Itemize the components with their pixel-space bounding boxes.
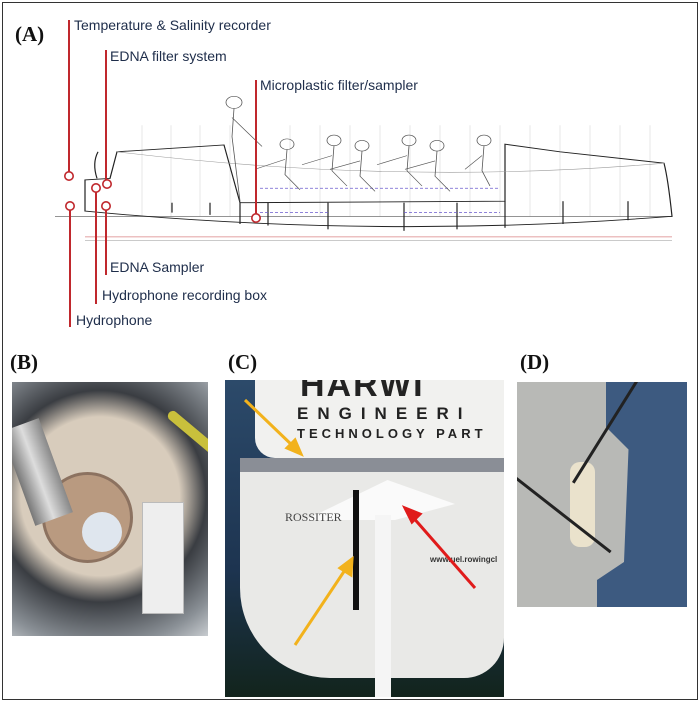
dimension-line xyxy=(85,236,672,241)
sign-line1: ENGINEERI xyxy=(297,404,472,423)
panel-a-label: (A) xyxy=(15,22,45,46)
callout-hydrophone-box: Hydrophone recording box xyxy=(102,287,267,303)
panel-c-label: (C) xyxy=(228,350,258,374)
panel-d-label: (D) xyxy=(520,350,550,374)
yellow-arrow-bottom xyxy=(293,566,349,646)
sign-brand: HARWI xyxy=(300,380,425,404)
crew-figures xyxy=(225,96,492,202)
red-arrow xyxy=(409,514,477,589)
callout-temperature-salinity: Temperature & Salinity recorder xyxy=(74,17,271,33)
hull-blue xyxy=(597,382,687,607)
photo-filter-housing xyxy=(12,382,208,636)
photo-hydrophone-mount xyxy=(517,382,687,607)
panel-b-label: (B) xyxy=(10,350,38,374)
callout-edna-sampler: EDNA Sampler xyxy=(110,259,205,275)
deck xyxy=(240,458,504,472)
yellow-tube xyxy=(165,408,208,456)
hull-outline xyxy=(55,143,673,231)
yellow-arrow-top xyxy=(243,398,297,450)
callout-hydrophone: Hydrophone xyxy=(76,312,153,328)
sampler-box xyxy=(142,502,184,614)
sign-line2: TECHNOLOGY PART xyxy=(297,426,487,441)
station-lines xyxy=(141,125,651,217)
annotation-arrows xyxy=(243,398,477,646)
cable-tie xyxy=(517,477,612,554)
photo-boat-stern: HARWI ENGINEERI TECHNOLOGY PART ROSSITER… xyxy=(225,380,504,697)
rudder-fin xyxy=(375,515,391,697)
callout-microplastic: Microplastic filter/sampler xyxy=(260,77,418,93)
url-text: www.uel.rowingcl xyxy=(430,555,498,564)
filter-disc xyxy=(82,512,122,552)
callout-lines xyxy=(64,20,262,327)
filter-nozzle xyxy=(12,418,73,526)
boat-schematic xyxy=(55,20,673,327)
dashed-rails xyxy=(260,187,500,213)
callout-edna-filter: EDNA filter system xyxy=(110,48,227,64)
sponsor-text: ROSSITER xyxy=(285,510,342,524)
cable xyxy=(353,490,359,610)
